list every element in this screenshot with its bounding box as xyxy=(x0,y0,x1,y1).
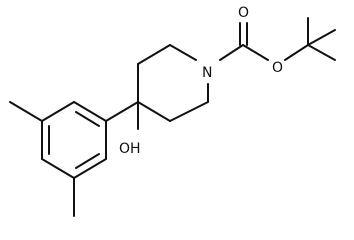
hydroxyl-label: OH xyxy=(119,141,141,157)
tert-butyl-methyl-bond-right-up xyxy=(307,29,336,46)
aryl-double-bond-1 xyxy=(75,111,100,127)
ester-oxygen-label: O xyxy=(272,60,283,76)
structure-canvas: N O O OH xyxy=(9,5,336,217)
aryl-ring xyxy=(41,101,107,179)
carbonyl-oxygen-label: O xyxy=(238,5,249,21)
aryl-to-piperidine-bond xyxy=(105,101,139,122)
aryl-bond-5 xyxy=(73,158,107,179)
n-to-carbonyl-bond xyxy=(219,44,244,61)
piperidine-ring xyxy=(137,44,209,122)
piperidine-bond-2 xyxy=(137,44,171,65)
piperidine-bond-6 xyxy=(137,101,171,122)
ring-nitrogen-label: N xyxy=(202,65,212,81)
aryl-double-bond-3 xyxy=(75,153,100,169)
piperidine-bond-5 xyxy=(169,101,209,122)
ester-oxygen-to-tert-butyl-bond xyxy=(284,44,309,61)
piperidine-bond-3 xyxy=(169,44,197,61)
upper-methyl-bond xyxy=(9,101,43,122)
aryl-bond-2 xyxy=(41,101,75,122)
tert-butyl-methyl-bond-right-down xyxy=(307,44,336,61)
aryl-bond-1 xyxy=(73,101,107,122)
carbonyl-to-ester-oxygen-bond xyxy=(242,44,269,61)
chemical-structure: N O O OH xyxy=(9,5,336,217)
aryl-bond-4 xyxy=(41,158,75,179)
